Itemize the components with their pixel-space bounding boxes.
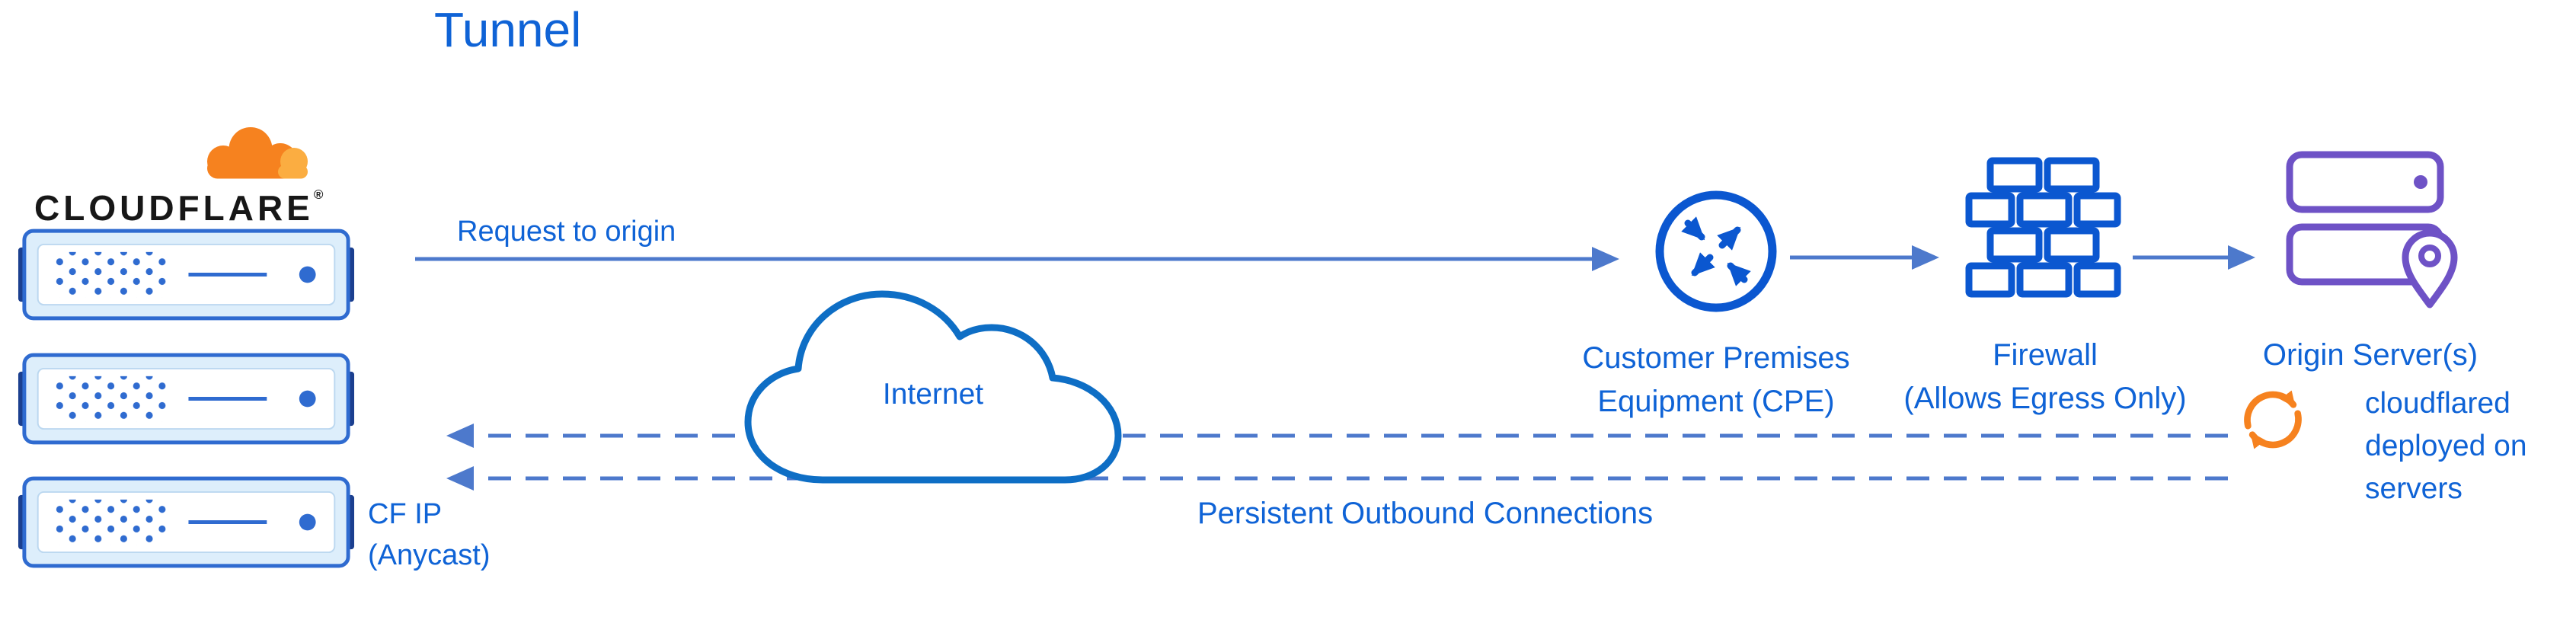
edge-server [17,228,356,321]
cpe-label: Customer Premises Equipment (CPE) [1488,337,1945,424]
internet-cloud-icon [744,290,1122,484]
cloudflared-label-line2: deployed on [2365,430,2527,462]
cpe-label-line1: Customer Premises [1582,341,1850,375]
cloudflared-label-line3: servers [2365,472,2463,505]
cloudflare-wordmark: CLOUDFLARE® [34,187,369,229]
cf-ip-line2: (Anycast) [368,539,491,571]
firewall-label-line1: Firewall [1993,338,2098,372]
cloudflared-sync-icon [2244,390,2302,449]
edge-server [17,475,356,569]
cf-ip-label: CF IP (Anycast) [368,494,490,576]
cpe-label-line2: Equipment (CPE) [1597,385,1835,418]
request-to-origin-label: Request to origin [457,216,676,248]
persistent-outbound-label: Persistent Outbound Connections [1197,497,1654,530]
tunnel-title: Tunnel [434,2,582,57]
cf-ip-line1: CF IP [368,498,443,530]
cloudflared-label-line1: cloudflared [2365,387,2510,420]
cloudflare-cloud-icon [207,127,308,179]
origin-server-label: Origin Server(s) [2262,338,2479,372]
edge-server [17,352,356,446]
cpe-icon [1655,190,1777,312]
wordmark-text: CLOUDFLARE [34,188,314,228]
origin-server-icon [2286,151,2458,308]
registered-mark: ® [313,187,324,202]
cloudflared-label: cloudflared deployed on servers [2365,382,2527,510]
firewall-label: Firewall (Allows Egress Only) [1817,334,2274,420]
firewall-label-line2: (Allows Egress Only) [1903,382,2187,415]
internet-label: Internet [882,378,984,411]
firewall-icon [1965,157,2121,298]
